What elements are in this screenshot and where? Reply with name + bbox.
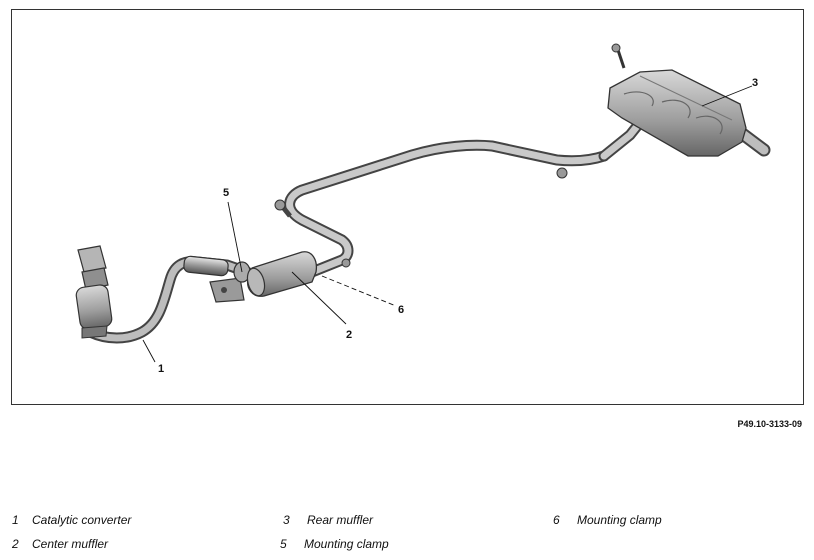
figure-reference: P49.10-3133-09	[737, 419, 802, 429]
legend-label: Mounting clamp	[304, 537, 389, 551]
leader-6	[321, 275, 397, 307]
callout-3: 3	[752, 77, 758, 89]
rear-muffler	[607, 43, 747, 157]
legend-num: 5	[280, 537, 287, 551]
legend-num: 1	[12, 513, 19, 527]
leader-5	[227, 201, 243, 273]
callout-6: 6	[398, 304, 404, 316]
legend: 1 Catalytic converter 2 Center muffler 3 Re…	[0, 510, 814, 560]
callout-5: 5	[223, 187, 229, 199]
flex-pipe	[183, 255, 229, 277]
legend-label: Rear muffler	[307, 513, 374, 527]
leader-1	[142, 339, 156, 363]
leader-lines	[142, 85, 753, 363]
legend-item-3: 3 Rear muffler	[283, 513, 373, 527]
legend-label: Mounting clamp	[577, 513, 662, 527]
callout-1: 1	[158, 363, 164, 375]
legend-item-2: 2 Center muffler	[12, 537, 108, 551]
leader-3	[701, 85, 753, 107]
exhaust-pipe	[84, 114, 771, 344]
legend-item-6: 6 Mounting clamp	[553, 513, 662, 527]
leader-2	[291, 271, 347, 325]
legend-num: 6	[553, 513, 560, 527]
catalytic-converter	[75, 245, 113, 339]
legend-num: 3	[283, 513, 290, 527]
legend-num: 2	[12, 537, 19, 551]
center-muffler	[246, 251, 318, 297]
legend-item-5: 5 Mounting clamp	[280, 537, 389, 551]
callout-2: 2	[346, 329, 352, 341]
legend-label: Catalytic converter	[32, 513, 132, 527]
exhaust-system-diagram: 1 2 3 5 6	[75, 43, 771, 375]
legend-item-1: 1 Catalytic converter	[12, 513, 131, 527]
legend-label: Center muffler	[32, 537, 109, 551]
diagram-frame: 1 2 3 5 6	[11, 9, 804, 405]
